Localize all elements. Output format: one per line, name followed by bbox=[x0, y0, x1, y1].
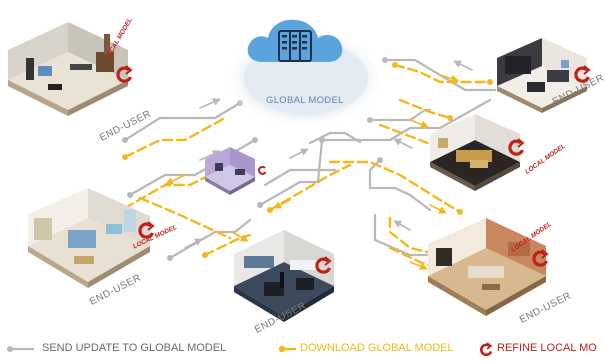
room-icon bbox=[430, 114, 520, 191]
refresh-icon bbox=[508, 138, 525, 156]
refresh-icon bbox=[116, 65, 133, 83]
refresh-icon bbox=[315, 256, 332, 274]
refresh-icon bbox=[532, 249, 549, 267]
global-model-label: GLOBAL MODEL bbox=[266, 95, 344, 106]
room-icon bbox=[497, 38, 587, 113]
legend-download-label: DOWNLOAD GLOBAL MODEL bbox=[300, 342, 454, 354]
refresh-icon bbox=[257, 165, 267, 175]
room-icon bbox=[428, 218, 546, 316]
legend: SEND UPDATE TO GLOBAL MODEL DOWNLOAD GLO… bbox=[0, 342, 605, 358]
legend-refine-label: REFINE LOCAL MO bbox=[497, 342, 597, 354]
legend-send-label: SEND UPDATE TO GLOBAL MODEL bbox=[42, 342, 227, 354]
room-icon bbox=[28, 188, 150, 288]
download-arrows bbox=[165, 74, 460, 270]
send-lines bbox=[123, 58, 497, 260]
cloud-icon bbox=[247, 19, 343, 63]
server-rack-icon bbox=[278, 30, 312, 62]
refresh-icons bbox=[116, 65, 591, 274]
global-model-cloud bbox=[225, 19, 385, 128]
legend-glyphs bbox=[7, 342, 493, 357]
room-icon bbox=[205, 147, 255, 195]
room-icon bbox=[234, 230, 334, 322]
refresh-icon bbox=[138, 221, 155, 239]
refresh-icon bbox=[480, 342, 493, 357]
connections bbox=[120, 57, 497, 273]
refresh-icon bbox=[574, 65, 591, 83]
send-arrows bbox=[184, 60, 473, 249]
room-icon bbox=[8, 22, 128, 116]
